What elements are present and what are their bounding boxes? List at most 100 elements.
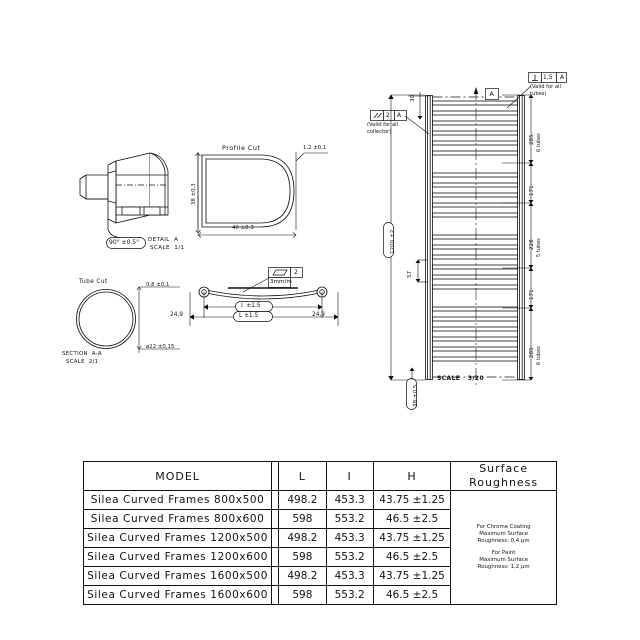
curved-tube-right-offset: 24,9: [312, 312, 325, 318]
front-view-right-dims: [502, 94, 538, 381]
gdt-perpendicularity-leader: [505, 84, 533, 110]
cell-model: Silea Curved Frames 800x500: [82, 490, 273, 510]
profile-cut-width-dim: [197, 152, 297, 240]
front-view-datum-letter: A: [489, 90, 494, 98]
cell-i: 553.2: [325, 547, 374, 567]
detail-a-label: DETAIL A: [148, 237, 179, 243]
cell-spacer: [271, 566, 280, 586]
table-row: Silea Curved Frames 800x500 498.2 453.3 …: [82, 490, 557, 605]
profile-cut-wall-leader: [290, 150, 330, 162]
cell-surface-roughness: For Chrome Coating Maximum Surface Rough…: [450, 490, 557, 605]
cell-l: 498.2: [278, 566, 327, 586]
cell-l: 598: [278, 547, 327, 567]
tube-cut-scale-label: SCALE 2/1: [66, 359, 99, 365]
right-dim-note-0: 6 tubes: [536, 133, 542, 152]
profile-cut-view: [198, 153, 318, 233]
table-header-row: MODEL L I H Surface Roughness: [82, 461, 557, 491]
cell-i: 453.3: [325, 528, 374, 548]
sr-chrome-line2: Maximum Surface: [479, 530, 529, 537]
front-view-topgap-text: 30: [410, 94, 416, 102]
cell-i: 453.3: [325, 566, 374, 586]
curved-tube-left-offset: 24,9: [170, 312, 183, 318]
right-dim-value-1: 171: [529, 185, 535, 196]
curved-tube-outer-dim: [188, 292, 340, 328]
detail-a-view: [78, 145, 208, 260]
profile-cut-width-text: 40 ±0.3: [232, 225, 254, 231]
header-model: MODEL: [82, 461, 273, 491]
front-view-radiator: [425, 95, 525, 380]
cell-l: 498.2: [278, 528, 327, 548]
curved-tube-outer-pill: [233, 311, 273, 322]
sr-chrome-line3: Roughness: 0,4 µm: [477, 537, 530, 544]
header-h: H: [372, 461, 452, 491]
profile-cut-wall-text: 1,2 ±0,1: [303, 145, 327, 151]
cell-l: 598: [278, 585, 327, 605]
right-dim-value-0: 285: [529, 134, 535, 145]
front-view-bottom-leader: [406, 367, 430, 382]
table-row: Silea Curved Frames 1200x600 598 553.2 4…: [82, 547, 557, 567]
front-view-bottomdepth-text: 38 ±0,5: [413, 384, 419, 407]
cell-model: Silea Curved Frames 1600x600: [82, 585, 273, 605]
header-surface-roughness: Surface Roughness: [450, 461, 557, 491]
sr-paint-line1: For Paint: [491, 550, 516, 556]
gdt-parallelism-datum: A: [397, 111, 402, 119]
cell-model: Silea Curved Frames 800x600: [82, 509, 273, 529]
tube-cut-diameter-text: ø22 ±0,15: [146, 344, 175, 350]
front-view-height-pill: [383, 222, 394, 258]
tube-cut-thickness-text: 0,8 ±0,1: [146, 282, 170, 288]
right-dim-note-2: 5 tubes: [536, 238, 542, 257]
cell-model: Silea Curved Frames 1200x600: [82, 547, 273, 567]
cell-h: 43.75 ±1.25: [372, 490, 452, 510]
header-spacer: [271, 461, 280, 491]
right-dim-value-2: 228: [529, 239, 535, 250]
cell-spacer: [271, 547, 280, 567]
detail-a-angle-callout: 90° ±0.5°: [106, 237, 146, 249]
front-view-topgap-dim: [408, 92, 430, 120]
curved-tube-view: [198, 286, 328, 302]
curved-tube-outer-text: L ±1.5: [239, 312, 259, 319]
header-i: I: [325, 461, 374, 491]
header-surface-roughness-text: Surface Roughness: [469, 462, 539, 489]
cell-h: 46.5 ±2.5: [372, 585, 452, 605]
curved-tube-leader: [242, 277, 273, 293]
gdt-parallelism-box: [370, 110, 408, 121]
spec-table-wrapper: MODEL L I H Surface Roughness Silea Curv…: [82, 461, 557, 605]
detail-a-scale: SCALE 1/1: [150, 245, 185, 251]
sr-paint-line3: Roughness: 1,2 µm: [477, 564, 530, 571]
profile-cut-height-text: 38 ±0,3: [191, 183, 197, 205]
front-view-midgap-text: 57: [407, 270, 413, 278]
front-view-midgap-dim: [408, 258, 428, 284]
cell-spacer: [271, 509, 280, 529]
right-dim-value-3: 171: [529, 289, 535, 300]
front-view-bottomdepth-pill: [406, 378, 417, 410]
tube-cut-view: [75, 288, 137, 350]
sr-paint-line2: Maximum Surface: [479, 557, 529, 564]
gdt-perpendicularity-datum: A: [560, 73, 565, 81]
cell-spacer: [271, 490, 280, 510]
right-dim-value-4: 285: [529, 347, 535, 358]
gdt-parallelism-value: 2: [386, 111, 390, 119]
cell-model: Silea Curved Frames 1600x500: [82, 566, 273, 586]
cell-i: 453.3: [325, 490, 374, 510]
tube-cut-title: Tube Cut: [79, 279, 108, 285]
table-row: Silea Curved Frames 1600x600 598 553.2 4…: [82, 585, 557, 605]
gdt-perpendicularity-note: (Valid for all tubes): [530, 84, 562, 98]
cell-l: 598: [278, 509, 327, 529]
cell-l: 498.2: [278, 490, 327, 510]
gdt-perpendicularity-box: [528, 72, 568, 83]
spec-table: MODEL L I H Surface Roughness Silea Curv…: [82, 461, 557, 605]
tube-cut-section-label: SECTION A-A: [62, 351, 102, 357]
detail-a-angle-text: 90° ±0.5°: [109, 238, 140, 246]
header-l: L: [278, 461, 327, 491]
cell-spacer: [271, 528, 280, 548]
front-view-scale-label: SCALE 3/20: [437, 375, 485, 382]
cell-i: 553.2: [325, 585, 374, 605]
gdt-perpendicularity-value: 1,5: [543, 73, 553, 81]
cell-model: Silea Curved Frames 1200x500: [82, 528, 273, 548]
right-dim-note-4: 6 tubes: [536, 346, 542, 365]
sr-chrome-line1: For Chrome Coating: [476, 523, 531, 530]
cell-h: 46.5 ±2.5: [372, 547, 452, 567]
front-view-height-text: 1200 ±2: [390, 229, 396, 254]
curved-tube-gdt-value: 2: [294, 268, 298, 276]
